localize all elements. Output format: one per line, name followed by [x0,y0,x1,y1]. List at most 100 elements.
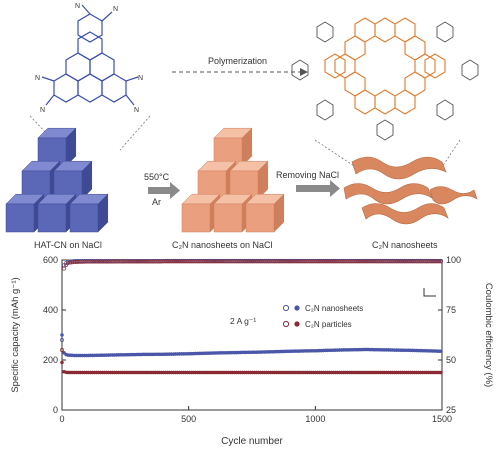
stage2-caption: C₂N nanosheets on NaCl [172,240,273,250]
step1-gas: Ar [152,197,161,207]
legend-marker-nanosheets-ce [294,305,300,311]
data-point [412,259,417,264]
data-point [266,259,271,264]
current-density-annotation: 2 A g⁻¹ [230,316,256,326]
data-point [321,259,326,264]
data-point [137,259,141,264]
schematic: N N N N N N Polymerization [5,3,479,250]
data-point [82,259,87,264]
data-point [78,259,83,264]
data-point [374,259,379,264]
data-point [114,259,119,264]
legend-marker-nanosheets [282,304,290,312]
data-point [420,259,425,264]
arrow-step2-body [296,185,330,192]
legend-label-nanosheets: C₂N nanosheets [305,304,363,313]
data-point [246,259,251,264]
data-point [287,259,291,264]
data-point [434,259,439,264]
data-point [234,259,239,264]
data-point [341,259,346,264]
data-point [378,259,383,264]
data-point [280,259,285,264]
data-point [122,259,127,264]
data-point [256,259,261,264]
data-point [248,259,253,264]
data-point [424,259,429,264]
polymer-network-outer [291,21,479,141]
data-point [199,259,204,264]
data-point [272,259,277,264]
data-point [349,259,354,264]
x-tick-label: 1000 [305,414,325,424]
data-point [289,259,293,264]
data-point [193,259,198,264]
data-point [64,261,69,266]
data-point [90,259,95,264]
data-point [112,259,117,264]
data-point [228,259,233,264]
data-point [319,259,324,264]
data-point [149,259,154,264]
data-point [400,259,405,264]
data-point [357,259,362,264]
data-point [430,259,435,264]
data-point [335,259,340,264]
data-point [167,259,172,264]
data-point [70,260,75,265]
series-points [60,258,443,375]
data-point [195,259,200,264]
hat-cn-molecule [41,4,139,106]
data-point [76,259,81,264]
y2-axis-label: Coulombic efficiency (%) [483,283,494,387]
data-point [84,259,89,264]
data-point [372,259,377,264]
cn-label: N [40,107,45,114]
data-point [171,259,176,264]
data-point [268,259,273,264]
cube [213,127,253,167]
data-point [439,370,443,375]
y-tick-label: 0 [53,405,58,415]
series-1 [60,360,443,375]
data-point [141,259,146,264]
data-point [104,259,109,264]
x-tick-label: 1500 [432,414,452,424]
data-point [426,259,431,264]
data-point [126,259,131,264]
data-point [143,259,148,264]
data-point [191,259,196,264]
data-point [252,259,257,264]
data-point [238,259,243,264]
ce-axis-indicator [423,288,436,297]
data-point [133,259,137,264]
data-point [432,259,437,264]
data-point [347,259,352,264]
data-point [60,338,64,342]
data-point [224,259,229,264]
data-point [66,260,71,265]
cn-label: N [75,3,80,10]
c2n-polymer-network [324,17,446,115]
cube [37,193,77,233]
c2n-nanosheets [343,156,478,225]
data-point [110,259,115,264]
data-point [147,259,152,264]
data-point [212,259,216,264]
data-point [278,259,283,264]
cube [37,127,77,167]
y-tick-label: 200 [43,355,58,365]
data-point [303,259,308,264]
data-point [232,259,237,264]
data-point [428,259,433,264]
data-point [439,349,443,354]
x-axis-label: Cycle number [221,436,283,447]
data-point [230,259,235,264]
data-point [187,259,192,264]
data-point [242,259,247,264]
data-point [416,259,421,264]
data-point [388,259,393,264]
data-point [157,259,162,264]
